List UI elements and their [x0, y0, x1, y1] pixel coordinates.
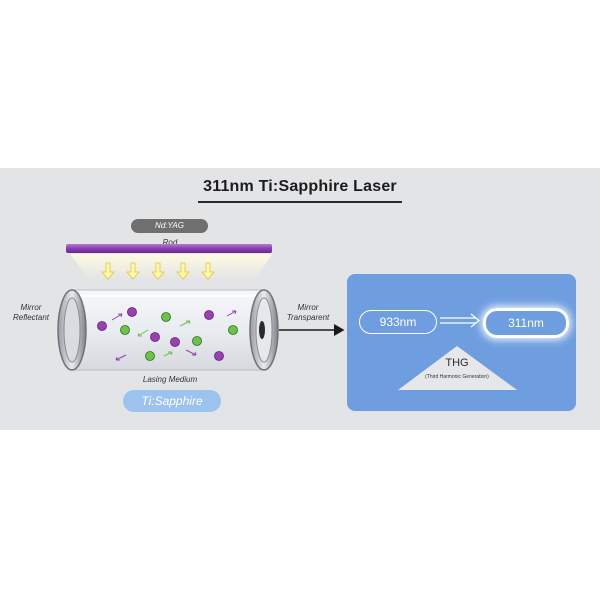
photon-arrow-icon — [115, 354, 127, 361]
particle-purple — [204, 310, 214, 320]
photon-arrow-icon — [226, 310, 237, 317]
mirror-reflectant-line2: Reflectant — [12, 313, 50, 322]
pump-arrow-icon — [201, 262, 215, 280]
excited-particles — [97, 307, 238, 361]
particle-purple — [214, 351, 224, 361]
rod-label: Rod — [162, 238, 178, 247]
pump-rod — [66, 244, 272, 253]
crystal-label: Ti:Sapphire — [123, 390, 221, 412]
particle-purple — [170, 337, 180, 347]
photon-arrow-icon — [179, 320, 191, 327]
conversion-arrow-icon — [440, 313, 480, 328]
pump-arrows — [101, 262, 215, 280]
conversion-box — [347, 274, 576, 411]
photon-arrow-icon — [137, 329, 149, 337]
particle-purple — [97, 321, 107, 331]
ndyag-label: Nd:YAG — [131, 219, 208, 233]
pump-arrow-icon — [126, 262, 140, 280]
pump-glow — [70, 254, 272, 280]
particle-green — [145, 351, 155, 361]
photon-arrows — [111, 310, 237, 361]
particle-green — [192, 336, 202, 346]
thg-full-label: (Third Harmonic Generation) — [425, 374, 489, 380]
thg-triangle — [398, 346, 517, 390]
pump-arrow-icon — [176, 262, 190, 280]
particle-green — [161, 312, 171, 322]
photon-arrow-icon — [163, 351, 173, 357]
mirror-transparent-line1: Mirror — [297, 303, 319, 312]
thg-label: THG — [445, 357, 469, 369]
title-underline — [198, 201, 402, 203]
particle-purple — [127, 307, 137, 317]
pump-arrow-icon — [101, 262, 115, 280]
mirror-reflectant-label: Mirror Reflectant — [8, 303, 54, 323]
pump-arrow-icon — [151, 262, 165, 280]
mirror-reflectant-line1: Mirror — [20, 303, 42, 312]
input-wavelength-box: 933nm — [359, 310, 437, 334]
output-aperture — [259, 321, 265, 339]
particle-green — [120, 325, 130, 335]
mirror-transparent-label: Mirror Transparent — [279, 303, 337, 323]
lasing-medium-label: Lasing Medium — [142, 375, 198, 384]
photon-arrow-icon — [185, 349, 197, 356]
mirror-transparent-line2: Transparent — [286, 313, 330, 322]
diagram-title: 311nm Ti:Sapphire Laser — [203, 178, 397, 195]
output-wavelength-box: 311nm — [483, 308, 569, 338]
photon-arrow-icon — [111, 313, 123, 321]
particle-purple — [150, 332, 160, 342]
particle-green — [228, 325, 238, 335]
